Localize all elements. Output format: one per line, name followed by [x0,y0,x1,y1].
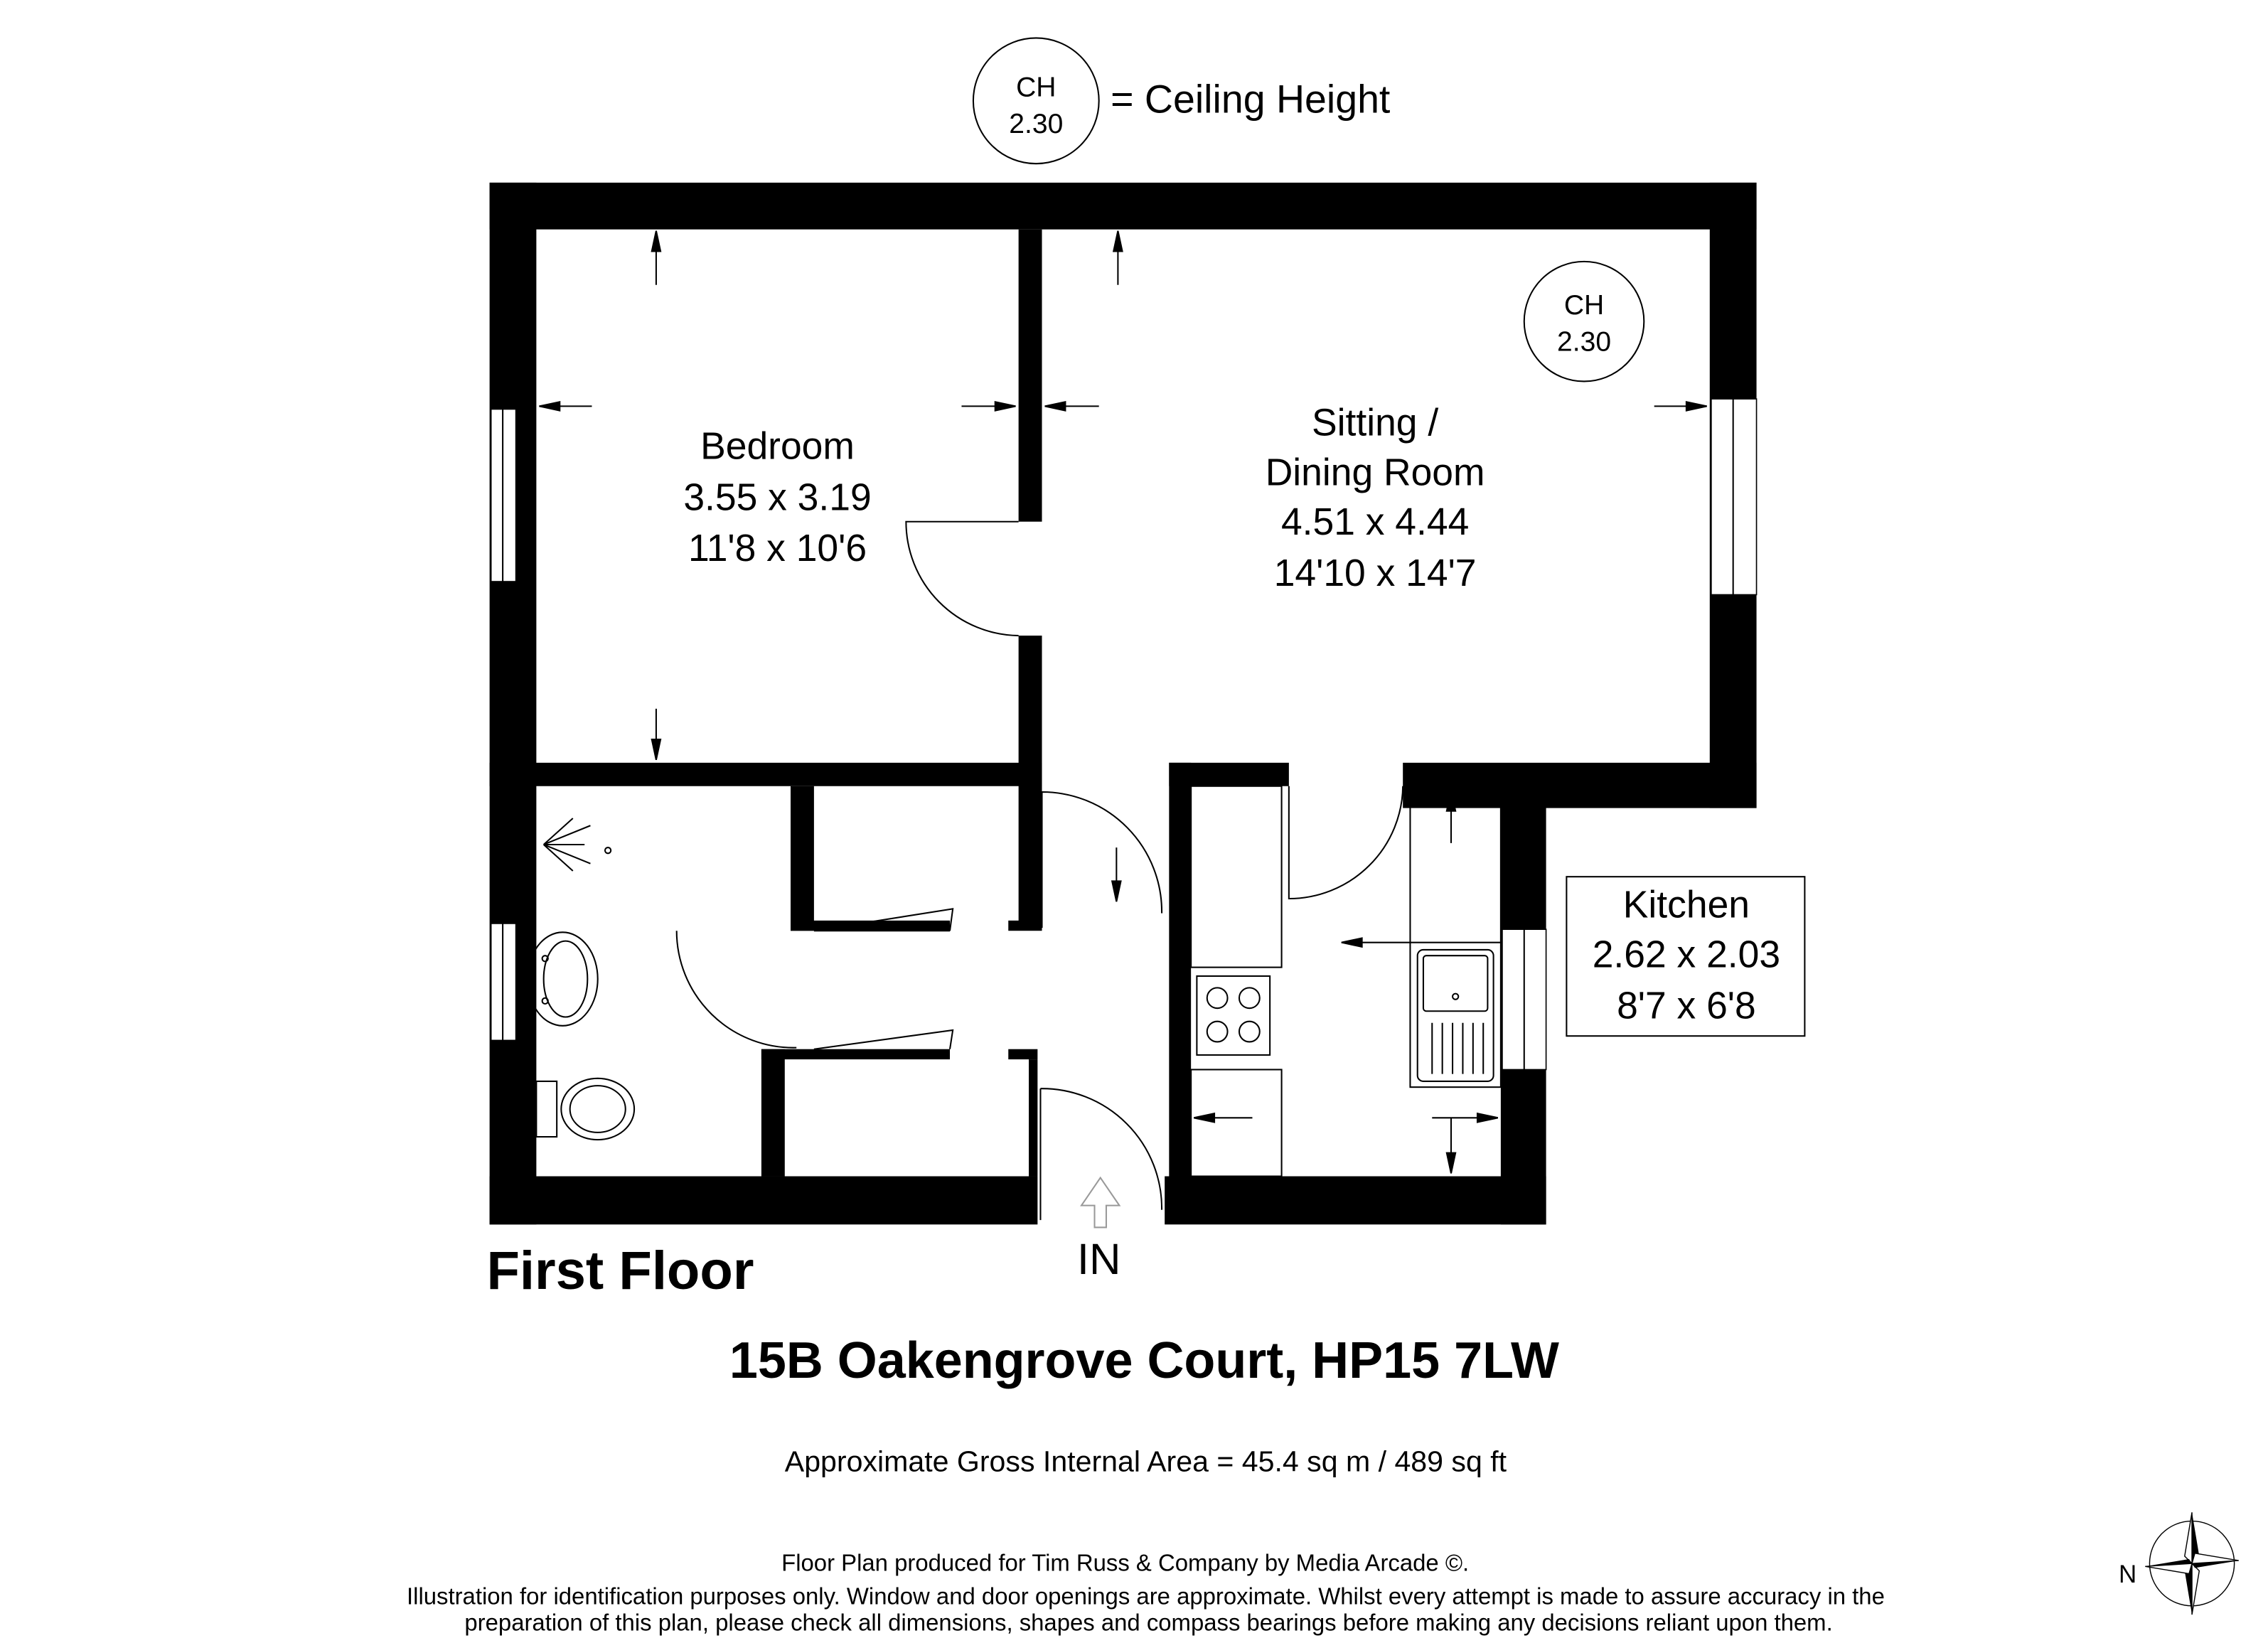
toilet-icon [535,1077,636,1141]
kitchen-imperial: 8'7 x 6'8 [1617,985,1756,1027]
doors [675,520,1404,1221]
windows [490,398,1758,1071]
bedroom-metric: 3.55 x 3.19 [683,476,871,518]
basin-icon [527,931,599,1027]
address: 15B Oakengrove Court, HP15 7LW [729,1332,1559,1389]
kitchen-counter [1409,785,1502,1088]
ceiling-height-legend: CH 2.30 = Ceiling Height [972,37,1391,165]
kitchen-counter [1190,785,1283,968]
kitchen-counter [1190,1069,1283,1177]
fixtures [527,785,1502,1177]
sitting-imperial: 14'10 x 14'7 [1274,552,1477,594]
footer-line-3: preparation of this plan, please check a… [464,1610,1832,1636]
legend-ch-value: 2.30 [1009,109,1063,139]
entrance-label: IN [1077,1235,1121,1284]
sink-icon [1416,948,1494,1082]
kitchen-name: Kitchen [1623,884,1750,926]
kitchen-metric: 2.62 x 2.03 [1593,934,1780,976]
compass-icon: N [2119,1512,2239,1615]
floor-label: First Floor [486,1241,754,1301]
room-label-sitting: Sitting / Dining Room 4.51 x 4.44 14'10 … [1266,260,1645,594]
hob-icon [1196,975,1271,1056]
legend-text: = Ceiling Height [1111,77,1391,121]
room-label-bedroom: Bedroom 3.55 x 3.19 11'8 x 10'6 [683,425,871,569]
sitting-ch-label: CH [1564,290,1604,321]
entrance-arrow-icon [1080,1176,1121,1228]
sitting-metric: 4.51 x 4.44 [1281,501,1469,543]
sitting-name-2: Dining Room [1266,451,1485,493]
compass-north-label: N [2119,1561,2136,1588]
footer-line-2: Illustration for identification purposes… [407,1583,1885,1610]
bedroom-imperial: 11'8 x 10'6 [688,528,867,569]
room-label-kitchen: Kitchen 2.62 x 2.03 8'7 x 6'8 [1566,876,1806,1037]
sitting-name-1: Sitting / [1312,402,1438,444]
bedroom-name: Bedroom [700,425,855,467]
shower-icon [542,818,612,872]
area-text: Approximate Gross Internal Area = 45.4 s… [785,1445,1507,1478]
dimension-arrows [539,230,1707,1174]
legend-ch-label: CH [1016,73,1056,103]
footer-line-1: Floor Plan produced for Tim Russ & Compa… [781,1549,1469,1575]
sitting-ch-value: 2.30 [1557,326,1611,357]
